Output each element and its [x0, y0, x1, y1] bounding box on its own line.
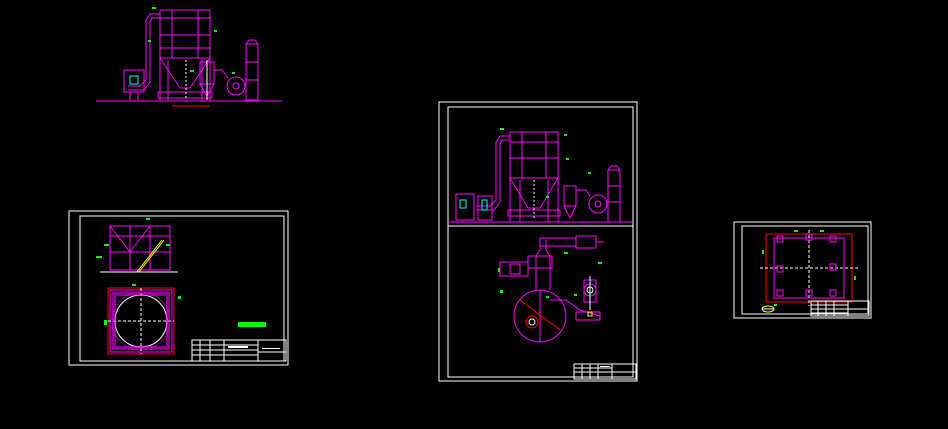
foundation-sheet[interactable]	[68, 210, 289, 366]
anchor-plan-sheet[interactable]	[733, 221, 872, 319]
main-assembly-sheet[interactable]	[438, 101, 638, 382]
spray-dryer-elevation-loose[interactable]	[96, 7, 282, 107]
